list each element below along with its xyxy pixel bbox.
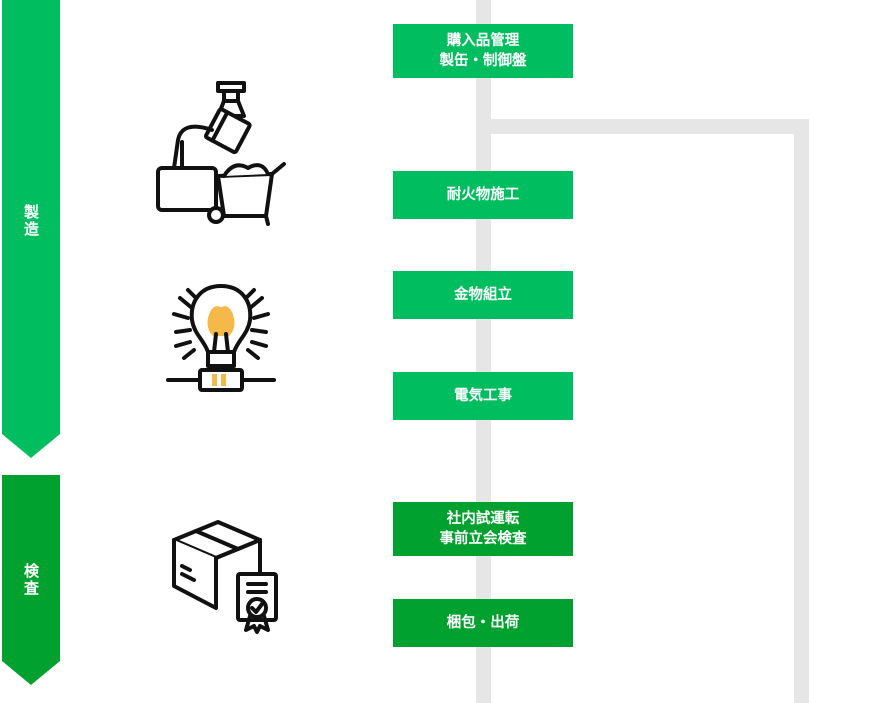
step-electrical-work: 電気工事 [393,372,573,420]
step-line: 事前立会検査 [439,531,527,547]
step-line: 製缶・制御盤 [439,53,527,69]
casting-machine-icon [156,81,286,226]
phase-manufacture-arrowhead [2,434,60,458]
flow-track-main [476,0,491,703]
box-certificate-icon [172,520,278,634]
phase-manufacture-label: 製造 [22,204,40,238]
step-hardware-assembly: 金物組立 [393,271,573,319]
step-packing-shipping: 梱包・出荷 [393,599,573,647]
light-bulb-icon [166,284,276,392]
step-refractory: 耐火物施工 [393,171,573,219]
step-test-inspection: 社内試運転 事前立会検査 [393,502,573,556]
step-purchase-fabrication: 購入品管理 製缶・制御盤 [393,24,573,78]
step-line: 梱包・出荷 [446,615,520,631]
flow-track-branch-vertical [794,119,809,703]
step-line: 耐火物施工 [446,187,520,203]
phase-inspection: 検査 [2,475,60,685]
step-line: 社内試運転 [446,511,520,527]
phase-inspection-arrowhead [2,661,60,685]
phase-inspection-bar [2,475,60,661]
phase-manufacture-bar [2,0,60,434]
phase-inspection-label: 検査 [22,563,40,597]
step-line: 電気工事 [454,388,512,404]
flow-track-branch-horizontal [476,119,809,134]
step-line: 金物組立 [454,287,512,303]
phase-manufacture: 製造 [2,0,60,458]
step-line: 購入品管理 [446,33,520,49]
